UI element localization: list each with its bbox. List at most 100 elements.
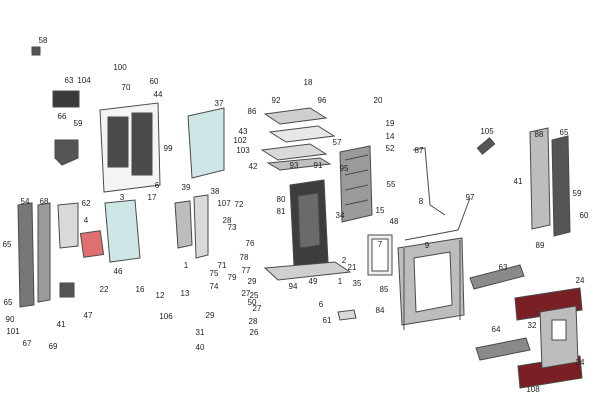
part-right-rear-frame (529, 127, 571, 237)
callout-77: 77 (241, 266, 251, 275)
callout-7: 7 (377, 240, 383, 249)
callout-63a: 63 (64, 76, 74, 85)
callout-86: 86 (247, 107, 257, 116)
callout-70: 70 (121, 83, 131, 92)
callout-35: 35 (352, 279, 362, 288)
callout-41b: 41 (56, 320, 66, 329)
callout-108: 108 (526, 385, 540, 394)
callout-24b: 24 (575, 358, 585, 367)
callout-107: 107 (217, 199, 231, 208)
callout-85: 85 (379, 285, 389, 294)
callout-84: 84 (375, 306, 385, 315)
callout-100: 100 (113, 63, 127, 72)
callout-40: 40 (195, 343, 205, 352)
callout-43: 43 (238, 127, 248, 136)
callout-31: 31 (195, 328, 205, 337)
callout-87: 87 (414, 146, 424, 155)
callout-83 (245, 195, 263, 206)
callout-74: 74 (209, 282, 219, 291)
part-red-panel-24-top (514, 287, 583, 321)
callout-60a: 60 (149, 77, 159, 86)
callout-48: 48 (389, 217, 399, 226)
part-62-bracket (57, 202, 79, 249)
part-38 (193, 194, 209, 259)
part-39 (174, 200, 193, 249)
callout-16: 16 (135, 285, 145, 294)
part-left-side-panel (17, 202, 35, 308)
callout-65c: 65 (3, 298, 13, 307)
part-back-panel (99, 102, 161, 193)
part-bar-64 (475, 337, 531, 361)
callout-52: 52 (385, 144, 395, 153)
callout-27a: 27 (241, 289, 251, 298)
callout-19: 19 (385, 119, 395, 128)
callout-28a: 28 (222, 216, 232, 225)
part-grille-63 (52, 90, 80, 108)
part-61 (337, 309, 357, 321)
part-left-frame (37, 202, 51, 303)
callout-93: 93 (289, 161, 299, 170)
callout-49: 49 (308, 277, 318, 286)
callout-89: 89 (535, 241, 545, 250)
part-red-panel-small (79, 230, 105, 258)
callout-21: 21 (347, 263, 357, 272)
callout-37: 37 (214, 99, 224, 108)
callout-76: 76 (245, 239, 255, 248)
callout-57b: 57 (332, 138, 342, 147)
callout-22: 22 (99, 285, 109, 294)
callout-17: 17 (147, 193, 157, 202)
callout-27b: 27 (252, 304, 262, 313)
callout-94: 94 (288, 282, 298, 291)
callout-101: 101 (6, 327, 20, 336)
callout-97: 97 (465, 193, 475, 202)
callout-61: 61 (322, 316, 332, 325)
callout-68: 68 (39, 197, 49, 206)
callout-73: 73 (227, 223, 237, 232)
callout-88a: 88 (534, 130, 544, 139)
callout-105: 105 (480, 127, 494, 136)
callout-50: 50 (247, 298, 257, 307)
part-58 (31, 46, 41, 56)
callout-71: 71 (217, 261, 227, 270)
callout-78: 78 (239, 253, 249, 262)
callout-90: 90 (5, 315, 15, 324)
part-47 (59, 282, 75, 298)
callout-6b: 6 (318, 300, 324, 309)
callout-1b: 1 (337, 277, 343, 286)
callout-6a: 6 (154, 181, 160, 190)
callout-58: 58 (38, 36, 48, 45)
callout-80: 80 (276, 195, 286, 204)
callout-29b: 29 (247, 277, 257, 286)
callout-62: 62 (81, 199, 91, 208)
callout-18: 18 (303, 78, 313, 87)
callout-92: 92 (271, 96, 281, 105)
callout-99: 99 (163, 144, 173, 153)
callout-55: 55 (386, 180, 396, 189)
callout-13: 13 (180, 289, 190, 298)
callout-91: 91 (313, 161, 323, 170)
callout-63b: 63 (498, 263, 508, 272)
callout-79: 79 (227, 273, 237, 282)
callout-81: 81 (276, 207, 286, 216)
callout-24a: 24 (575, 276, 585, 285)
callout-32: 32 (527, 321, 537, 330)
part-side-panel-57 (187, 107, 225, 179)
callout-28b: 28 (248, 317, 258, 326)
callout-67: 67 (22, 339, 32, 348)
callout-66: 66 (57, 112, 67, 121)
callout-41a: 41 (513, 177, 523, 186)
callout-72: 72 (234, 200, 244, 209)
callout-14: 14 (385, 132, 395, 141)
callout-9: 9 (424, 241, 430, 250)
callout-104: 104 (77, 76, 91, 85)
callout-65b: 65 (2, 240, 12, 249)
callout-64b: 64 (491, 325, 501, 334)
callout-46: 46 (113, 267, 123, 276)
callout-15: 15 (375, 206, 385, 215)
callout-25: 25 (249, 291, 259, 300)
callout-102: 102 (233, 136, 247, 145)
callout-69: 69 (48, 342, 58, 351)
part-59 (54, 139, 79, 166)
callout-75: 75 (209, 269, 219, 278)
callout-54: 54 (20, 197, 30, 206)
